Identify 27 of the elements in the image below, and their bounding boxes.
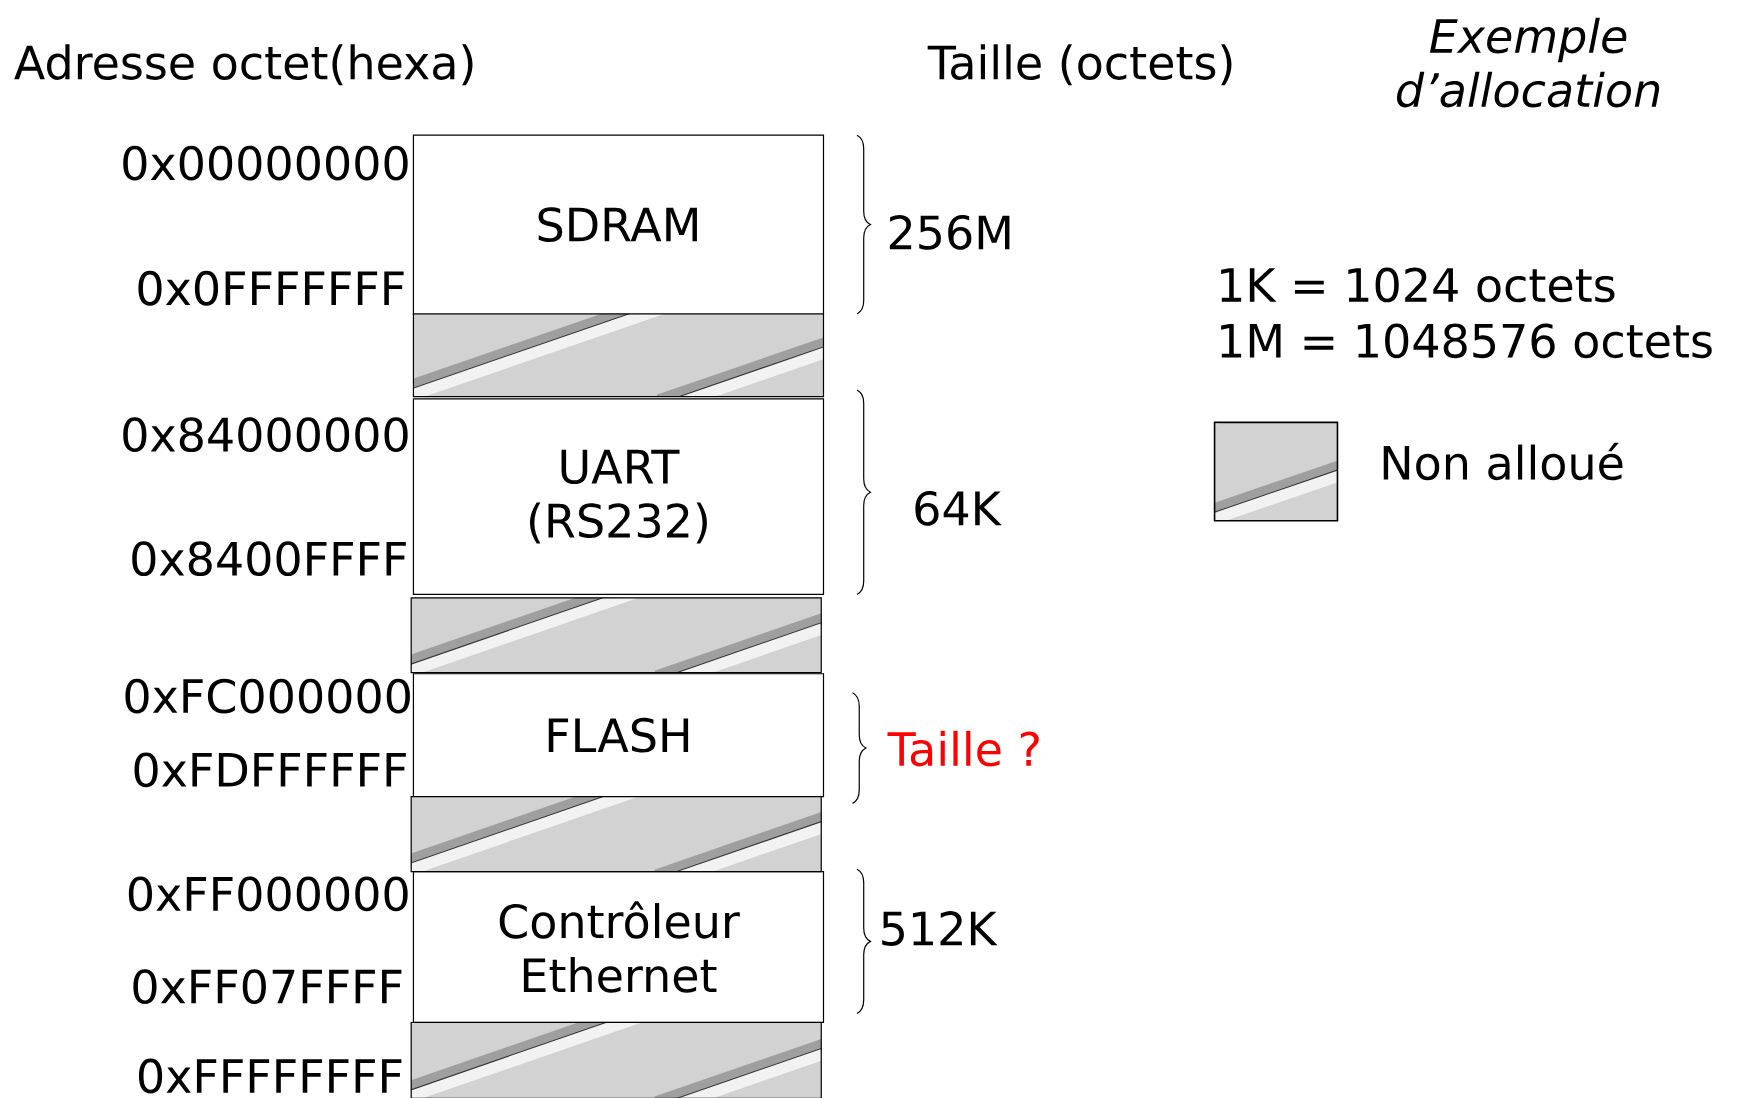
title: Exemple d’allocation	[1397, 17, 1660, 108]
memory-block: FLASH	[412, 673, 825, 798]
label: 0x8400FFFF	[132, 541, 406, 576]
memory-block: UART (RS232)	[412, 398, 825, 595]
label: 0xFC000000	[125, 678, 410, 714]
label: 0xFF07FFFF	[133, 969, 402, 1004]
label: 0xFFFFFFFF	[139, 1058, 402, 1094]
label: 0xFF000000	[128, 876, 408, 912]
memory-block: SDRAM	[412, 134, 825, 315]
label: 64K	[915, 490, 1002, 526]
label: 256M	[889, 214, 1010, 250]
memory-block: Contrôleur Ethernet	[412, 870, 825, 1023]
label: 0xFDFFFFFF	[134, 752, 406, 788]
unallocated-block	[410, 795, 822, 872]
unallocated-block	[410, 597, 822, 674]
unallocated-block	[412, 313, 825, 398]
label: 1M = 1048576 octets	[1221, 323, 1712, 358]
label: 0x00000000	[123, 145, 408, 181]
label: 512K	[882, 910, 998, 946]
label: 0x84000000	[123, 417, 408, 452]
label: Adresse octet(hexa)	[14, 44, 473, 86]
label: Taille ?	[887, 730, 1039, 767]
label: 0x0FFFFFFF	[138, 270, 404, 306]
label: Taille (octets)	[927, 44, 1232, 86]
unallocated-block	[410, 1021, 822, 1098]
label: 1K = 1024 octets	[1221, 267, 1615, 303]
legend-label: Non alloué	[1383, 442, 1623, 480]
